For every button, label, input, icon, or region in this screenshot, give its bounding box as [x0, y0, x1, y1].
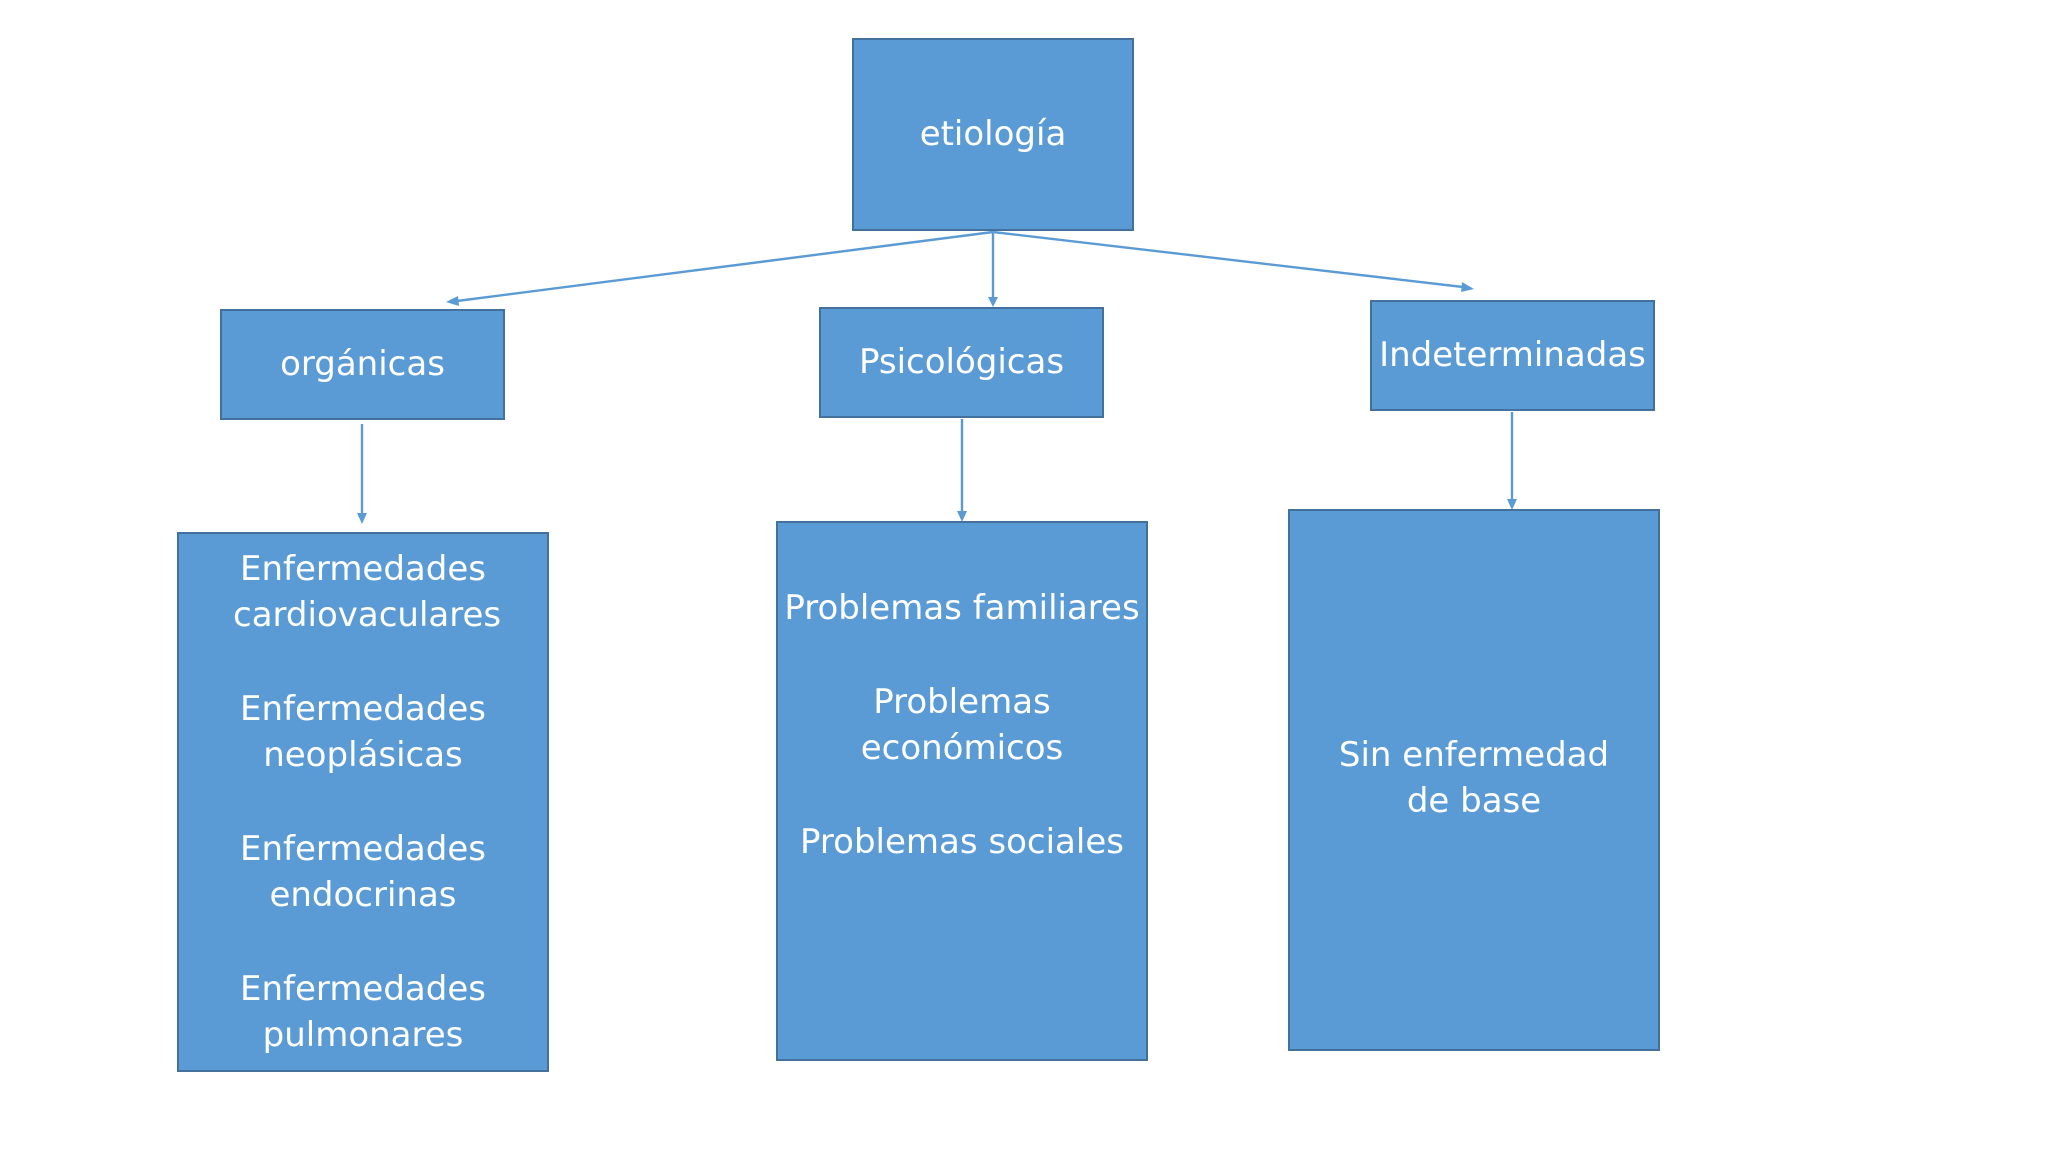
arrowhead-organicas-items	[357, 513, 367, 524]
item-problemas-familiares: Problemas familiares	[784, 588, 1140, 628]
category-label-organicas: orgánicas	[280, 344, 445, 385]
items-box-psicologicas: Problemas familiares Problemas económico…	[776, 521, 1148, 1061]
arrowhead-psicologicas-items	[957, 511, 967, 522]
item-enfermedades-neoplasicas: Enfermedades neoplásicas	[240, 689, 486, 775]
root-node-label: etiología	[919, 114, 1067, 155]
arrowhead-psicologicas	[988, 297, 998, 307]
category-label-psicologicas: Psicológicas	[858, 342, 1065, 383]
connector-root-indeterminadas	[992, 230, 1464, 289]
arrowhead-indeterminadas	[1461, 282, 1474, 292]
arrowhead-organicas	[446, 296, 459, 306]
item-enfermedades-cardiovasculares: Enfermedades cardiovaculares	[233, 549, 502, 635]
category-label-indeterminadas: Indeterminadas	[1379, 335, 1646, 376]
items-box-indeterminadas: Sin enfermedad de base	[1288, 509, 1660, 1051]
arrowhead-indeterminadas-items	[1507, 499, 1517, 510]
category-node-organicas: orgánicas	[220, 309, 505, 420]
category-node-psicologicas: Psicológicas	[819, 307, 1104, 418]
item-sin-enfermedad-de-base: Sin enfermedad de base	[1338, 735, 1610, 821]
item-problemas-economicos: Problemas económicos	[860, 682, 1064, 768]
item-problemas-sociales: Problemas sociales	[800, 822, 1124, 862]
category-node-indeterminadas: Indeterminadas	[1370, 300, 1655, 411]
connector-root-organicas	[456, 230, 994, 303]
root-node-etiologia: etiología	[852, 38, 1134, 231]
items-box-organicas: Enfermedades cardiovaculares Enfermedade…	[177, 532, 549, 1072]
item-enfermedades-pulmonares: Enfermedades pulmonares	[240, 969, 486, 1055]
item-enfermedades-endocrinas: Enfermedades endocrinas	[240, 829, 486, 915]
